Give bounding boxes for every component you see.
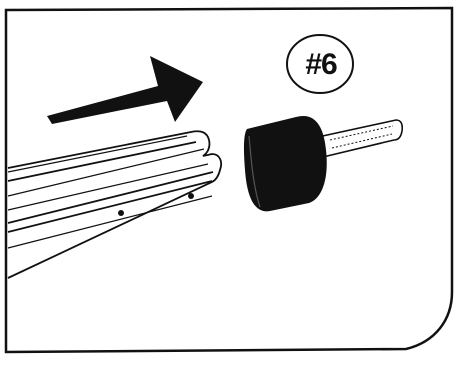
step-label-circle: [287, 35, 353, 93]
arrow-right-icon: [47, 56, 203, 124]
shaft-icon: [318, 120, 402, 157]
rod-icon: [8, 131, 221, 278]
end-cap-icon: [244, 116, 327, 211]
